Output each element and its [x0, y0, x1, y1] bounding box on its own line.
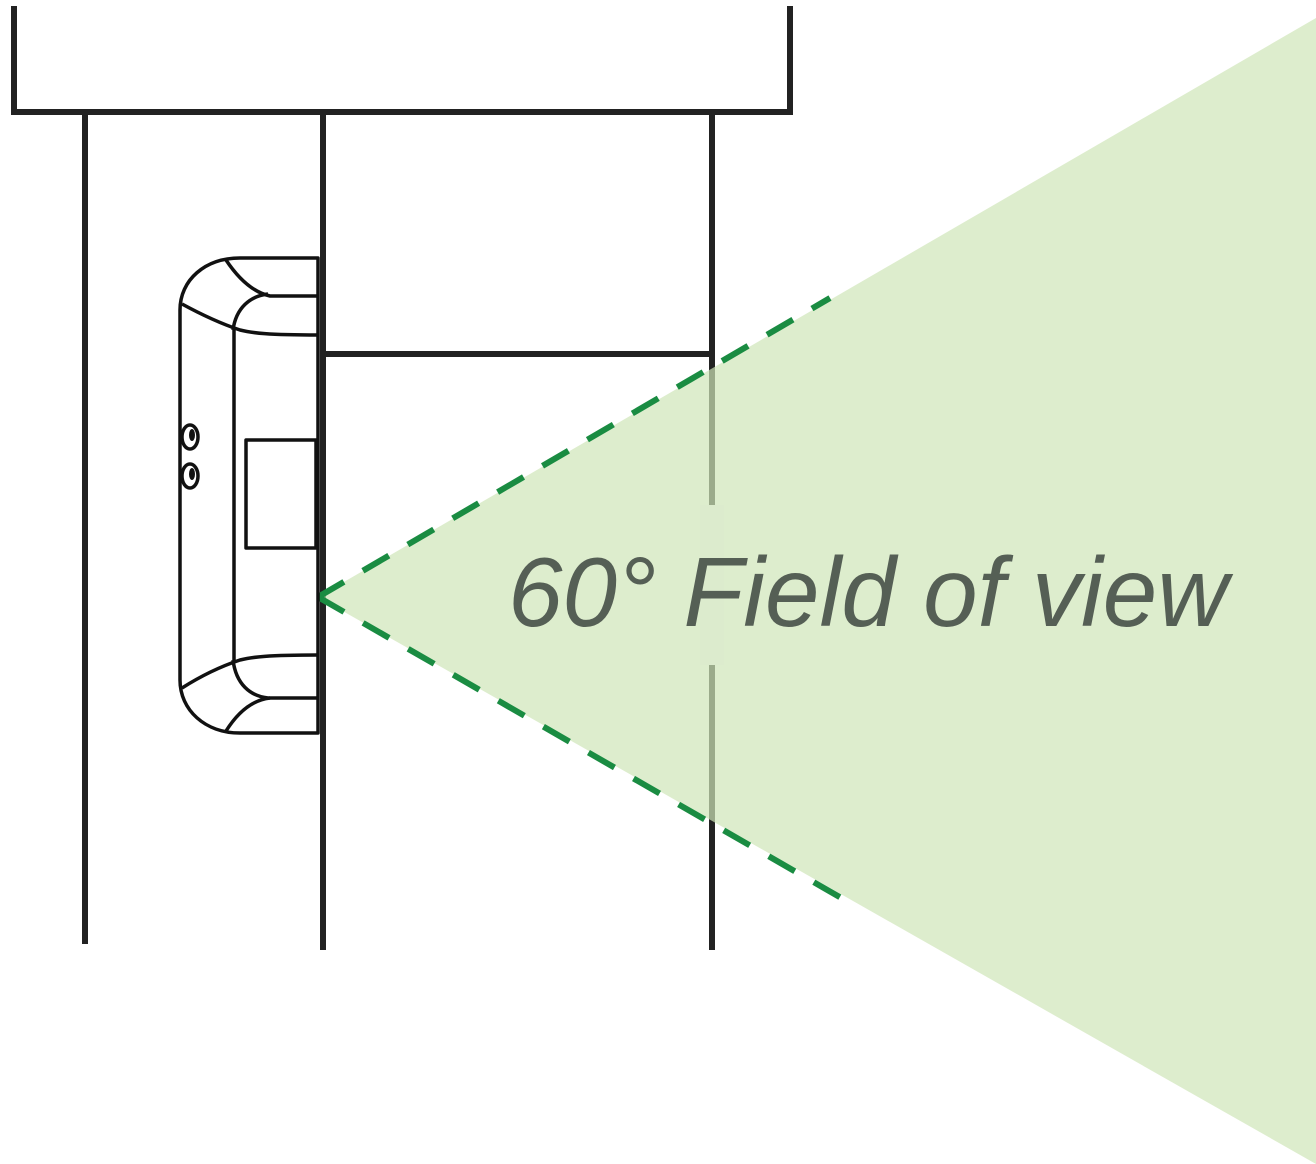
- field-of-view-label: 60° Field of view: [508, 537, 1234, 647]
- sensor-top-cap: [224, 259, 318, 298]
- field-of-view-cone: [318, 18, 1316, 1164]
- upper-fov-edge: [316, 295, 832, 600]
- sensor-indicator-lights: [180, 423, 200, 490]
- indicator-light-icon: [189, 429, 195, 441]
- indicator-light-icon: [189, 468, 195, 480]
- sensor-bottom-cap: [224, 696, 271, 732]
- sensor-device: [178, 256, 320, 735]
- label-backdrop: [700, 505, 724, 665]
- sensor-top-cap-inner: [181, 302, 319, 337]
- field-of-view-edges: [316, 295, 852, 906]
- sensor-top-curve: [231, 292, 269, 331]
- top-beam: [11, 6, 793, 115]
- sensor-window: [244, 438, 318, 550]
- sensor-bottom-cap-inner: [181, 653, 319, 690]
